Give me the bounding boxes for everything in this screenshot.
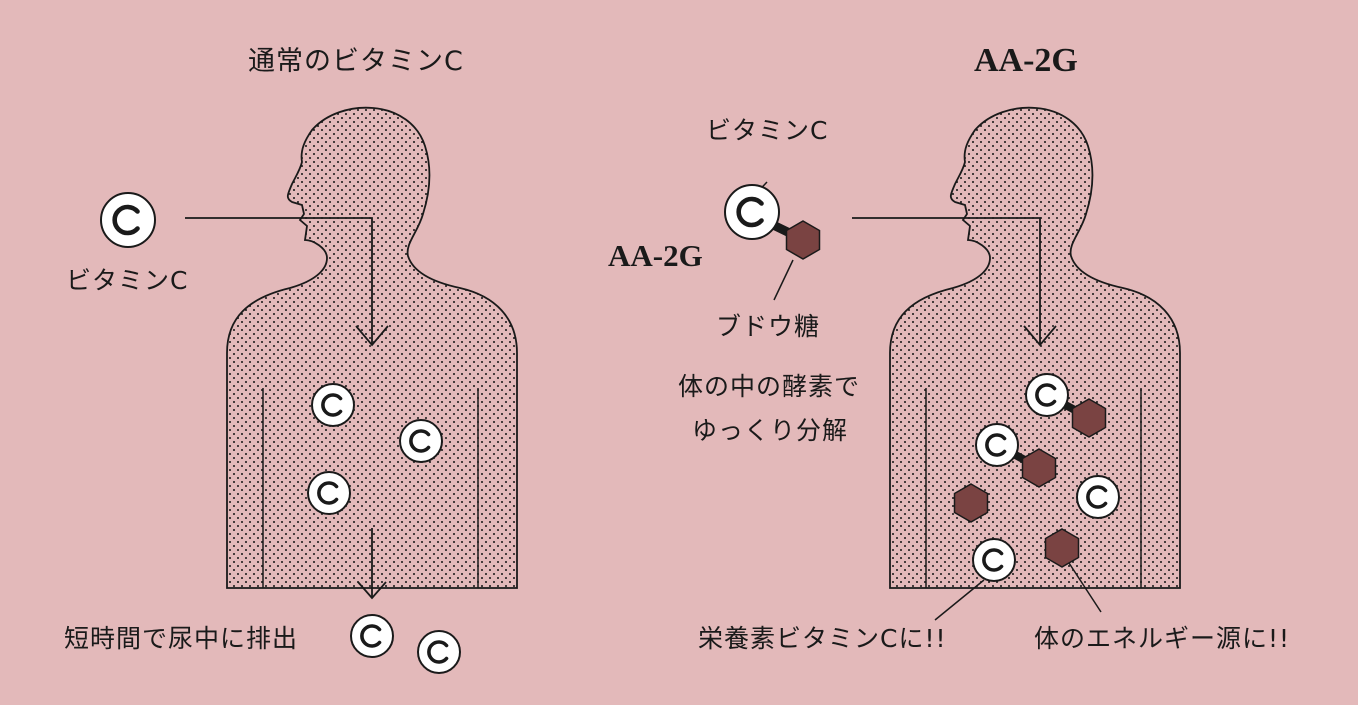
right-title: AA-2G — [974, 44, 1078, 78]
glucose-pointer-line — [774, 260, 793, 300]
enzyme-label-line2: ゆっくり分解 — [692, 418, 848, 443]
left-vitamin-c-icon — [101, 193, 155, 247]
nutrient-label: 栄養素ビタミンCに!! — [698, 626, 947, 651]
left-vitamin-c-icon — [308, 472, 350, 514]
aa2g-molecule — [725, 182, 820, 300]
left-vitamin-c-icon — [400, 420, 442, 462]
excretion-label: 短時間で尿中に排出 — [64, 626, 298, 651]
aa2g-vitamin-c-icon — [1026, 374, 1068, 416]
enzyme-label-line1: 体の中の酵素で — [678, 374, 860, 399]
excreted-vitamin-c-icon — [351, 615, 393, 657]
left-vitamin-c-icon — [312, 384, 354, 426]
glucose-label: ブドウ糖 — [716, 314, 820, 339]
free-vitamin-c-icon — [1077, 476, 1119, 518]
aa2g-label: AA-2G — [608, 240, 703, 271]
free-vitamin-c-icon — [973, 539, 1015, 581]
glucose-hexagon-icon — [787, 221, 820, 259]
right-vitamin-c-label: ビタミンC — [706, 118, 828, 143]
excreted-vitamin-c-icon — [418, 631, 460, 673]
right-body-silhouette — [890, 108, 1180, 588]
aa2g-vitamin-c-icon — [976, 424, 1018, 466]
energy-label: 体のエネルギー源に!! — [1034, 626, 1290, 651]
left-vitamin-c-label: ビタミンC — [66, 268, 188, 293]
left-title: 通常のビタミンC — [248, 48, 464, 75]
aa2g-vitamin-c-icon — [725, 185, 779, 239]
left-body-silhouette — [227, 108, 517, 588]
